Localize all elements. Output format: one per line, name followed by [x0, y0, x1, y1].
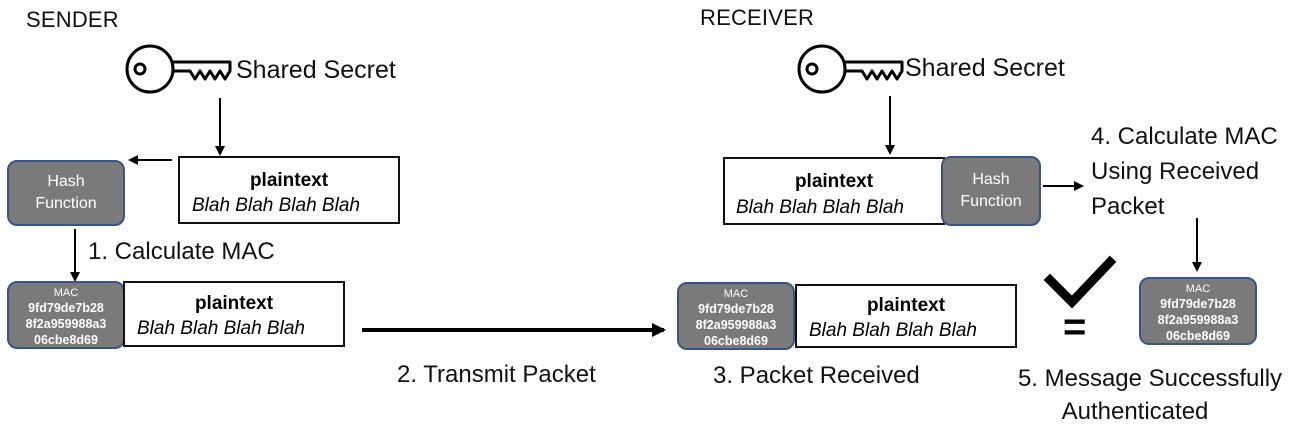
mac-line: 06cbe8d69 [34, 333, 98, 347]
step4-line: Using Received [1091, 158, 1260, 185]
equals-sign: = [1063, 305, 1087, 349]
mac-line: 06cbe8d69 [1166, 329, 1230, 343]
mac-line: 8f2a959988a3 [25, 317, 107, 331]
receiver-computed-mac: MAC 9fd79de7b28 8f2a959988a3 06cbe8d69 [1139, 277, 1257, 345]
hash-label-line1: Hash [972, 171, 1010, 188]
plaintext-body: Blah Blah Blah Blah [192, 195, 360, 216]
receiver-heading: RECEIVER [700, 5, 815, 30]
mac-title: MAC [1185, 283, 1211, 295]
mac-line: 8f2a959988a3 [1157, 313, 1239, 327]
plaintext-body: Blah Blah Blah Blah [137, 318, 305, 339]
sender-packet-mac: MAC 9fd79de7b28 8f2a959988a3 06cbe8d69 [7, 281, 125, 349]
hash-label-line2: Function [960, 193, 1022, 210]
receiver-shared-secret-label: Shared Secret [905, 54, 1065, 82]
sender-heading: SENDER [26, 7, 119, 32]
receiver-plaintext-box: plaintext Blah Blah Blah Blah [723, 157, 945, 225]
sender-packet-plaintext: plaintext Blah Blah Blah Blah [123, 281, 345, 347]
step4-line: Packet [1091, 193, 1165, 220]
receiver-packet-plaintext: plaintext Blah Blah Blah Blah [795, 284, 1017, 348]
key-icon [125, 44, 232, 94]
sender-shared-secret-label: Shared Secret [236, 56, 396, 84]
plaintext-body: Blah Blah Blah Blah [736, 197, 904, 218]
plaintext-title: plaintext [794, 171, 874, 192]
mac-title: MAC [723, 288, 749, 300]
hash-label-line2: Function [35, 195, 97, 212]
mac-line: 06cbe8d69 [704, 334, 768, 348]
step5-line: 5. Message Successfully [1017, 365, 1283, 392]
mac-title: MAC [53, 287, 79, 299]
transmit-label: 2. Transmit Packet [397, 361, 596, 388]
step4-label: 4. Calculate MAC Using Received Packet [1091, 119, 1278, 224]
mac-line: 8f2a959988a3 [695, 318, 777, 332]
sender-plaintext-box: plaintext Blah Blah Blah Blah [178, 156, 400, 224]
key-icon [797, 44, 904, 94]
step1-label: 1. Calculate MAC [88, 238, 275, 265]
step4-line: 4. Calculate MAC [1091, 123, 1278, 150]
step5-label: 5. Message Successfully Authenticated [1010, 362, 1290, 428]
sender-hash-function: Hash Function [7, 160, 125, 226]
plaintext-body: Blah Blah Blah Blah [809, 320, 977, 341]
step5-line: Authenticated [1061, 398, 1209, 425]
plaintext-title: plaintext [194, 293, 274, 314]
plaintext-title: plaintext [866, 295, 946, 316]
mac-line: 9fd79de7b28 [698, 302, 774, 316]
hash-label-line1: Hash [47, 173, 85, 190]
step3-label: 3. Packet Received [713, 362, 920, 389]
plaintext-title: plaintext [249, 170, 329, 191]
mac-line: 9fd79de7b28 [28, 301, 104, 315]
mac-line: 9fd79de7b28 [1160, 297, 1236, 311]
checkmark-icon [1043, 255, 1117, 309]
receiver-hash-function: Hash Function [941, 156, 1041, 226]
receiver-packet-mac: MAC 9fd79de7b28 8f2a959988a3 06cbe8d69 [677, 282, 795, 350]
